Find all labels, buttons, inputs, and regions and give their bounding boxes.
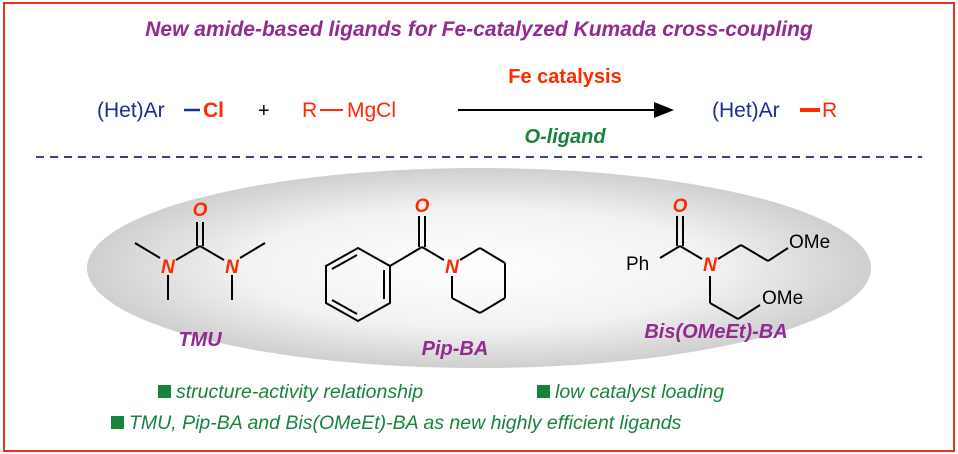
product-r: R: [822, 99, 837, 122]
plus-sign: +: [258, 100, 270, 122]
ligand-pip-ba: [325, 216, 506, 323]
highlight-item: low catalyst loading: [555, 381, 724, 403]
reactant2-mg: MgCl: [347, 99, 396, 122]
highlight-item: structure-activity relationship: [176, 381, 423, 403]
bullet-square-icon: [111, 416, 124, 429]
oxygen-atom: O: [193, 200, 208, 221]
reactant1-group: (Het)Ar: [97, 99, 165, 122]
product-group: (Het)Ar: [712, 99, 780, 122]
ligand-tmu: [134, 222, 266, 300]
nitrogen-atom: N: [445, 257, 460, 278]
methoxy-label: OMe: [789, 232, 830, 253]
condition-ligand: O-ligand: [524, 126, 606, 148]
ligand-backdrop: [87, 168, 871, 368]
bullet-square-icon: [158, 385, 171, 398]
ligand-label-bis-omeet-ba: Bis(OMeEt)-BA: [644, 321, 787, 343]
nitrogen-atom: N: [703, 255, 718, 276]
reactant2-r: R: [302, 99, 317, 122]
bullet-square-icon: [537, 385, 550, 398]
phenyl-label: Ph: [626, 254, 649, 275]
methoxy-label: OMe: [762, 288, 803, 309]
reactant1-halide: Cl: [203, 99, 224, 122]
title: New amide-based ligands for Fe-catalyzed…: [145, 18, 813, 41]
nitrogen-atom: N: [161, 257, 176, 278]
oxygen-atom: O: [673, 196, 688, 217]
ligand-label-tmu: TMU: [178, 329, 222, 351]
ligand-bis-omeet-ba: [659, 216, 789, 320]
reaction-scheme: (Het)Ar Cl + R MgCl Fe catalysis O-ligan…: [97, 66, 837, 148]
highlights: structure-activity relationship low cata…: [111, 381, 724, 434]
oxygen-atom: O: [415, 196, 430, 217]
highlight-item: TMU, Pip-BA and Bis(OMeEt)-BA as new hig…: [129, 412, 682, 434]
condition-catalyst: Fe catalysis: [508, 66, 621, 88]
ligand-label-pip-ba: Pip-BA: [422, 338, 489, 360]
nitrogen-atom: N: [225, 257, 240, 278]
